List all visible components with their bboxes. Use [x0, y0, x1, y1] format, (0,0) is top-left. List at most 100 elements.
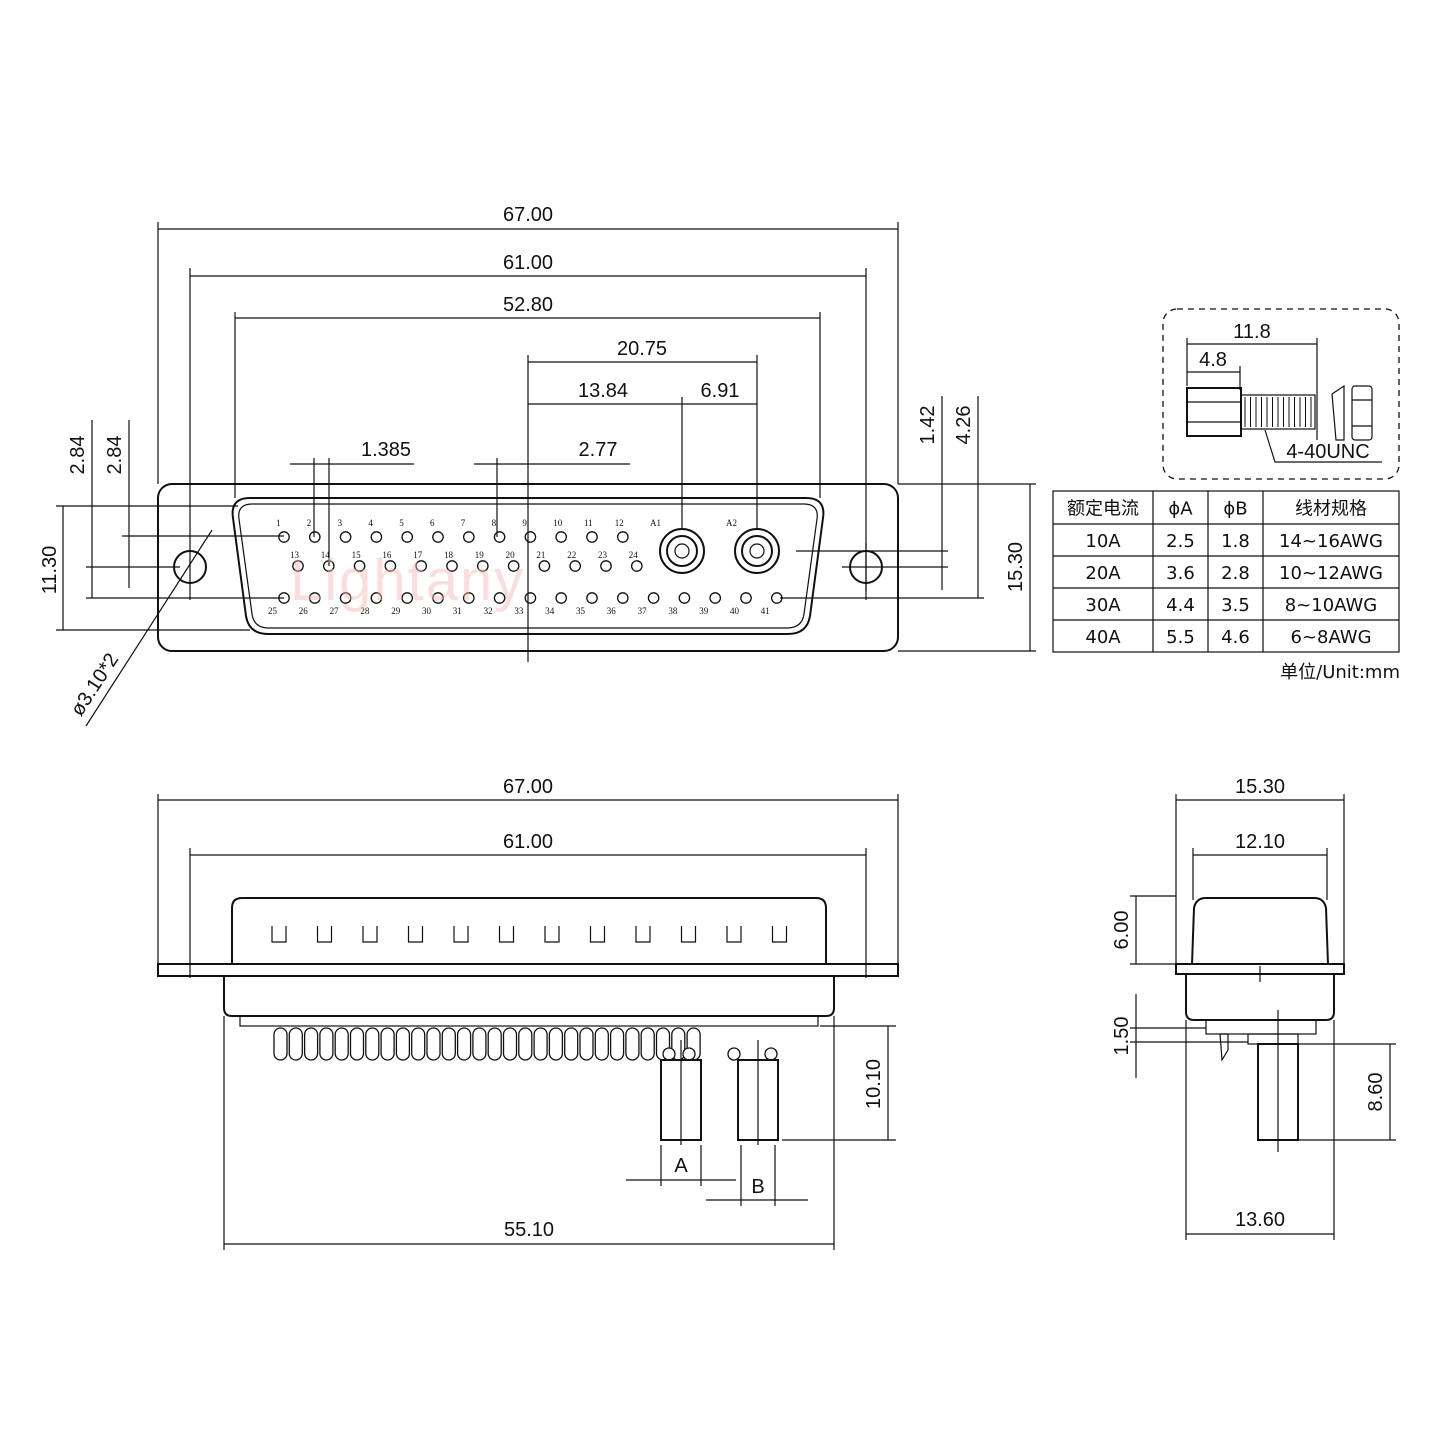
table-cell: 2.8 — [1221, 563, 1250, 584]
dim-overall-width: 67.00 — [503, 204, 553, 226]
pin-34 — [555, 592, 568, 604]
pin-label-36: 36 — [607, 606, 617, 616]
dim-flange: 1.50 — [1111, 1017, 1133, 1056]
label-b: B — [751, 1176, 764, 1198]
pin-tail-end — [662, 1047, 676, 1061]
table-cell: 4.4 — [1166, 595, 1195, 616]
pin-tail — [365, 1027, 380, 1061]
pin-label-18: 18 — [444, 550, 454, 560]
pin-label-25: 25 — [268, 606, 278, 616]
pin-tail — [548, 1027, 564, 1061]
pin-label-13: 13 — [290, 550, 300, 560]
dim-body-width: 55.10 — [504, 1219, 554, 1241]
screw-detail: 11.8 4.8 4-40UNC — [1162, 308, 1400, 480]
pin-tail — [319, 1027, 334, 1061]
pin-label-22: 22 — [567, 550, 576, 560]
pin-30 — [432, 592, 444, 604]
pin-tail-end — [682, 1047, 696, 1061]
dim-pitch-row: 2.77 — [579, 439, 618, 461]
pin-33 — [524, 592, 537, 604]
shell-slot — [407, 926, 424, 943]
pin-label-4: 4 — [368, 518, 373, 528]
shell-slot — [544, 926, 560, 943]
pin-15 — [353, 560, 366, 572]
unit-note: 单位/Unit:mm — [1280, 662, 1400, 683]
table-cell: 1.8 — [1221, 531, 1250, 552]
pin-10 — [555, 531, 568, 543]
table-cell: 10A — [1085, 531, 1121, 552]
body-side — [223, 975, 835, 1017]
power-contact-a2-core — [749, 543, 765, 559]
screw-head: 4.8 — [1199, 349, 1227, 371]
pin-8 — [493, 531, 506, 543]
table-header-cell: ϕA — [1168, 499, 1193, 520]
shell-slots — [271, 926, 788, 943]
pin-31 — [462, 592, 475, 604]
pin-tail — [273, 1027, 288, 1061]
dim-body-depth: 13.60 — [1235, 1209, 1285, 1231]
pin-2 — [308, 531, 321, 543]
shell-slot — [726, 926, 742, 943]
table-cell: 5.5 — [1166, 627, 1195, 648]
pin-tail — [411, 1027, 426, 1061]
pin-label-39: 39 — [699, 606, 709, 616]
pin-label-8: 8 — [492, 518, 497, 528]
dim-pitch-small: 1.385 — [361, 439, 411, 461]
washer — [1331, 384, 1345, 441]
pin-tail — [334, 1027, 349, 1061]
pin-label-21: 21 — [536, 550, 545, 560]
shell-profile — [1190, 897, 1330, 965]
dim-a1-a2: 6.91 — [701, 380, 740, 402]
pin-label-2: 2 — [307, 518, 312, 528]
pin-4 — [370, 531, 383, 543]
screw-length: 11.8 — [1233, 321, 1270, 343]
pin-26 — [308, 592, 321, 604]
table-cell: 20A — [1085, 563, 1121, 584]
label-a: A — [674, 1155, 688, 1177]
pin-13 — [292, 560, 304, 572]
shell-slot — [635, 926, 651, 943]
pin-tail — [487, 1027, 502, 1061]
pin-19 — [476, 560, 489, 572]
pin-label-15: 15 — [352, 550, 362, 560]
pin-tail — [579, 1027, 594, 1061]
dim-side-pin: 8.60 — [1365, 1073, 1387, 1112]
pin-tail — [502, 1027, 518, 1061]
table-header-cell: ϕB — [1223, 499, 1247, 520]
power-contact-a1-inner — [666, 535, 698, 567]
pin-tail — [472, 1027, 487, 1061]
table-cell: 30A — [1085, 595, 1121, 616]
pin-tail — [625, 1027, 640, 1061]
pin-label-6: 6 — [430, 518, 435, 528]
pin-36 — [616, 592, 629, 604]
dim-bottom-mount: 61.00 — [503, 831, 553, 853]
pin-29 — [401, 592, 414, 604]
pin-39 — [709, 592, 722, 604]
shell-slot — [362, 926, 378, 943]
pin-label-27: 27 — [330, 606, 340, 616]
board-lock — [1219, 1033, 1229, 1062]
dim-row-offset-2: 2.84 — [104, 436, 126, 475]
dim-offset-b: 4.26 — [953, 406, 975, 445]
dim-bottom-overall: 67.00 — [503, 776, 553, 798]
pin-tail — [533, 1027, 548, 1061]
pin-label-30: 30 — [422, 606, 432, 616]
pin-label-40: 40 — [730, 606, 740, 616]
pin-label-37: 37 — [638, 606, 648, 616]
shell-slot — [316, 926, 333, 943]
pin-label-11: 11 — [584, 518, 593, 528]
pin-label-32: 32 — [484, 606, 493, 616]
leader-line — [85, 529, 213, 727]
pin-tail — [395, 1027, 411, 1061]
pin-label-12: 12 — [615, 518, 624, 528]
pin-5 — [401, 531, 414, 543]
shell-slot — [271, 926, 287, 943]
bottom-view: 67.00 61.00 A B 55.10 10.10 — [157, 776, 899, 1250]
shell-slot — [771, 926, 788, 943]
pin-tail — [380, 1027, 395, 1061]
pin-1 — [278, 531, 290, 543]
pin-label-17: 17 — [413, 550, 423, 560]
